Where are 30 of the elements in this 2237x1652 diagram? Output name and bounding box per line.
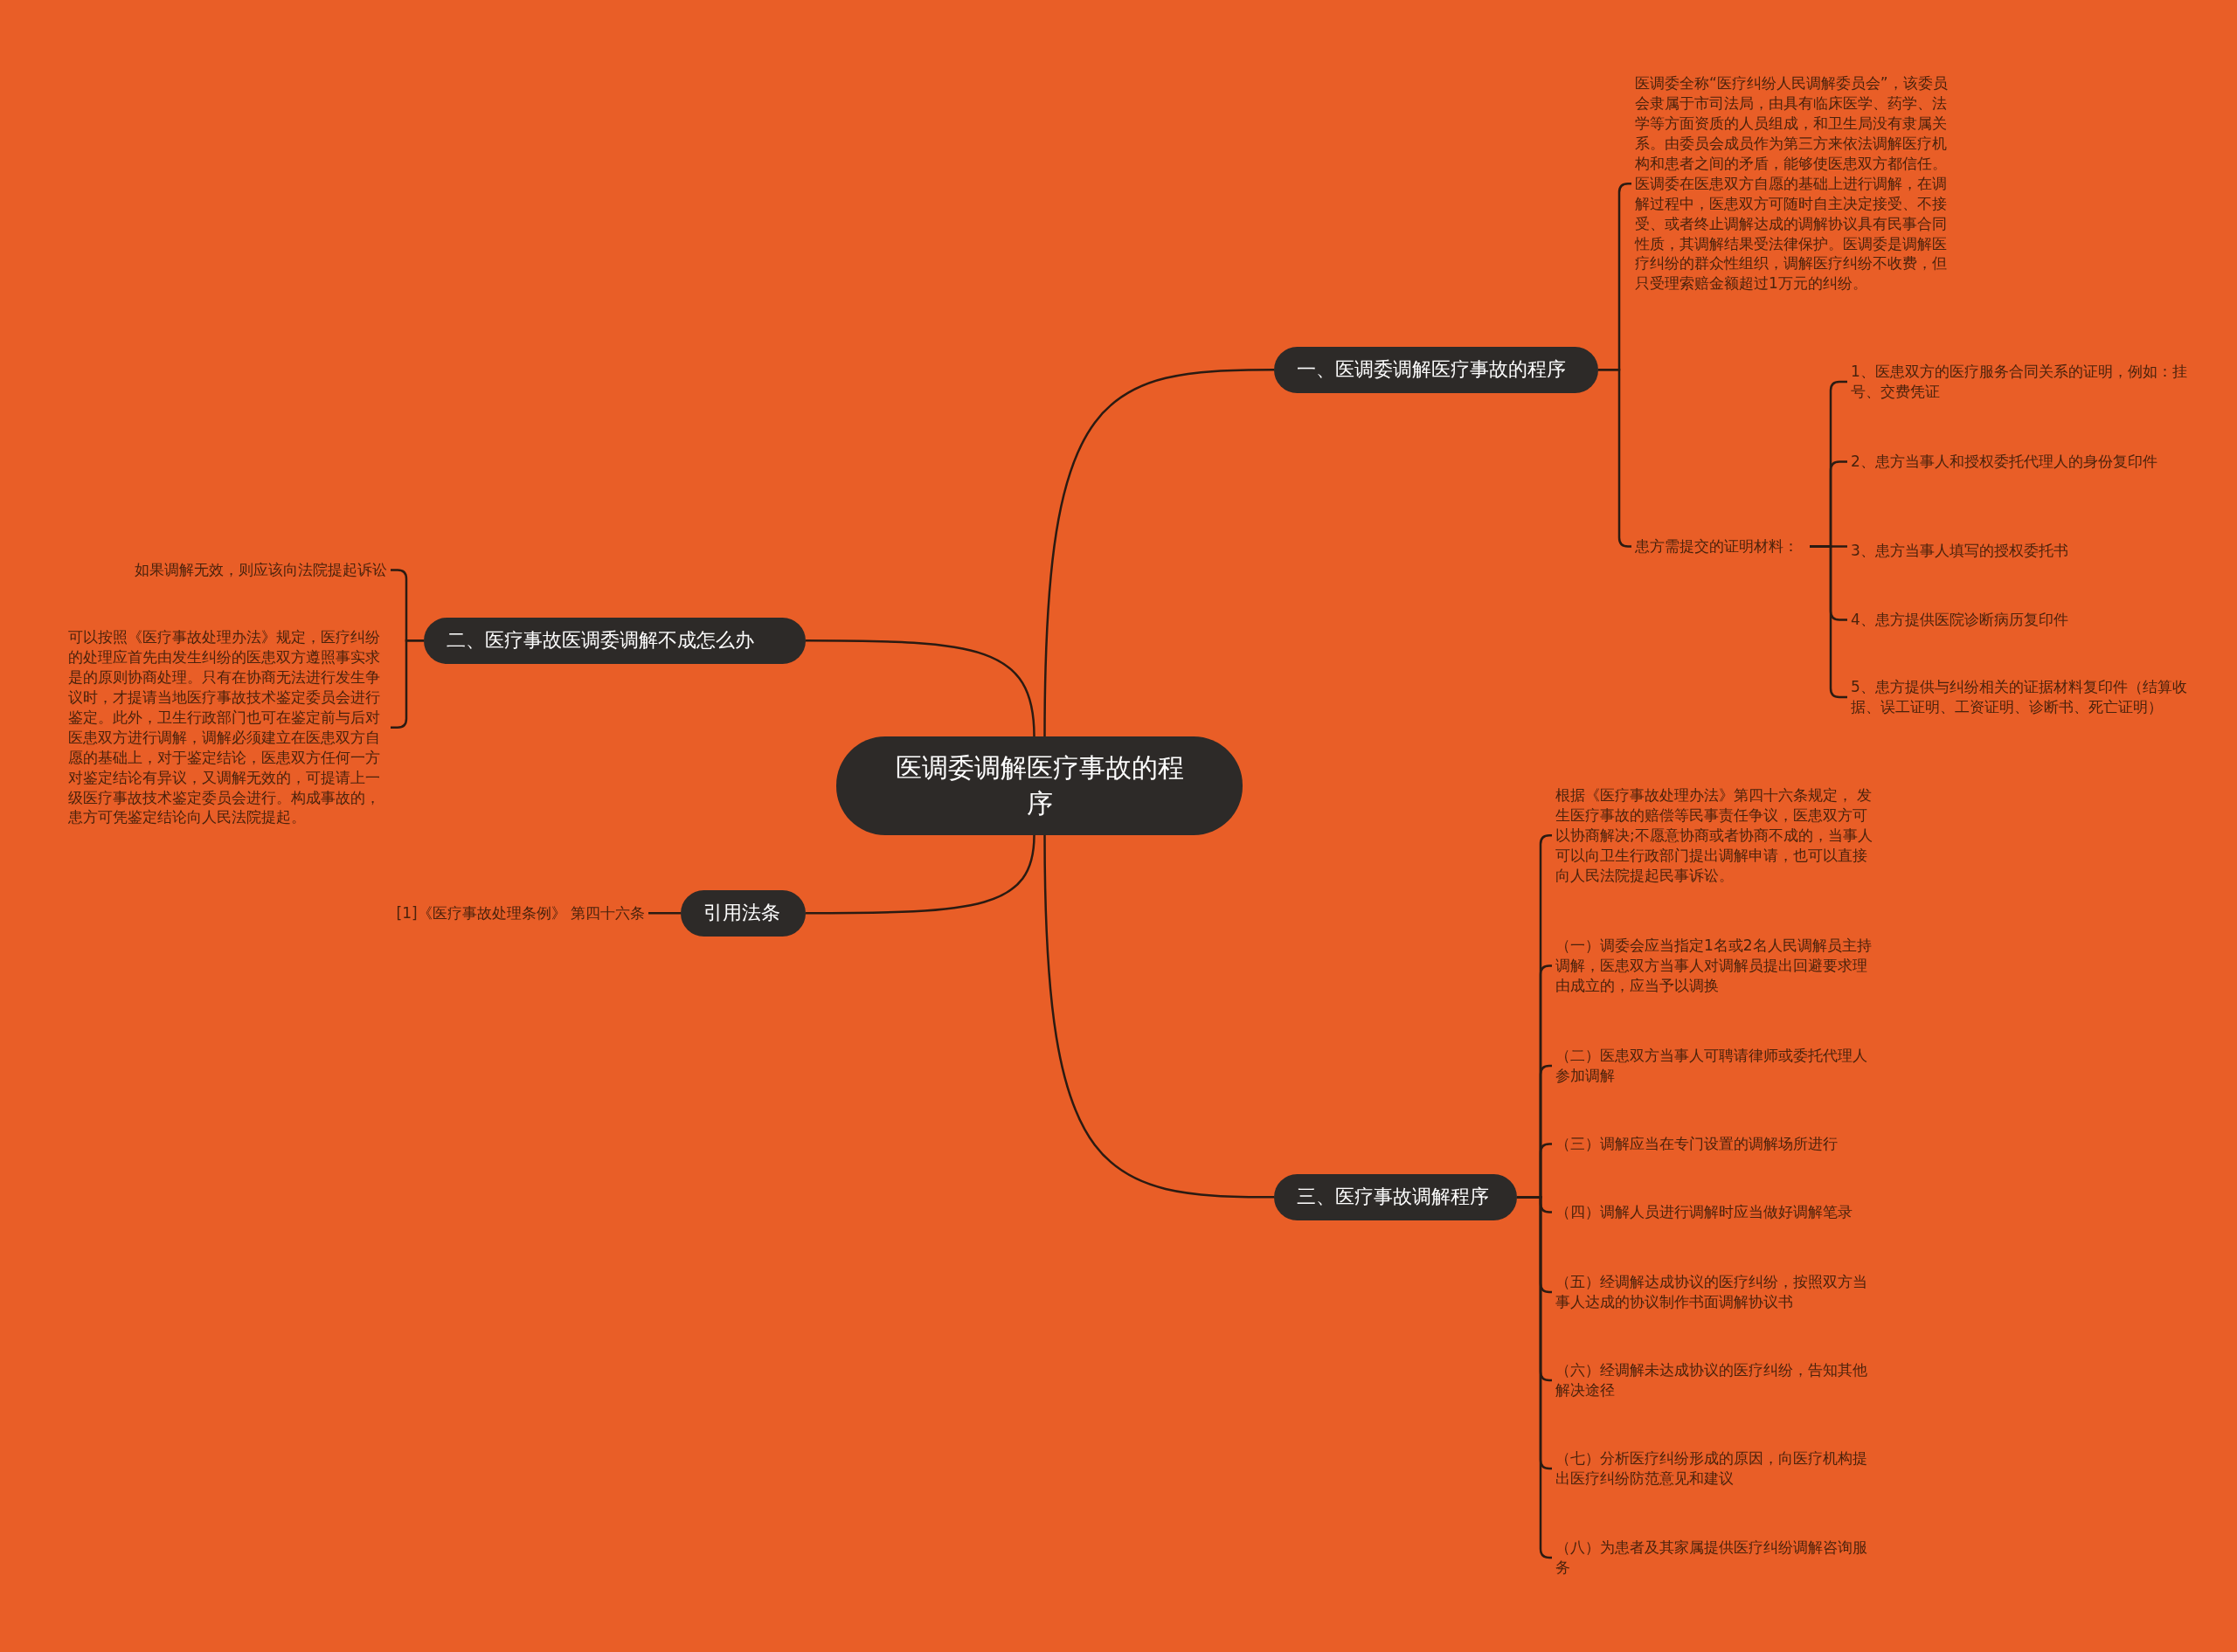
- topic-pill: 引用法条: [681, 890, 806, 937]
- note-text: （五）经调解达成协议的医疗纠纷，按照双方当事人达成的协议制作书面调解协议书: [1555, 1272, 1880, 1312]
- connector-line: [1043, 369, 1274, 736]
- connector-line: [806, 639, 1035, 737]
- connector-line: [1517, 1196, 1553, 1559]
- note-text: （六）经调解未达成协议的医疗纠纷，告知其他解决途径: [1555, 1360, 1880, 1400]
- note-text: 5、患方提供与纠纷相关的证据材料复印件（结算收据、误工证明、工资证明、诊断书、死亡证明）: [1851, 677, 2192, 717]
- note-text: （一）调委会应当指定1名或2名人民调解员主持调解，医患双方当事人对调解员提出回避要求理由成立的，应当予以调换: [1555, 936, 1880, 996]
- connector-line: [1043, 834, 1274, 1199]
- note-text: 3、患方当事人填写的授权委托书: [1851, 541, 2192, 561]
- note-text: （三）调解应当在专门设置的调解场所进行: [1555, 1134, 1880, 1154]
- note-text: [1]《医疗事故处理条例》 第四十六条: [354, 903, 645, 923]
- note-text: （七）分析医疗纠纷形成的原因，向医疗机构提出医疗纠纷防范意见和建议: [1555, 1448, 1880, 1489]
- note-text: 2、患方当事人和授权委托代理人的身份复印件: [1851, 452, 2192, 472]
- note-text: （八）为患者及其家属提供医疗纠纷调解咨询服务: [1555, 1538, 1880, 1578]
- note-text: 可以按照《医疗事故处理办法》规定，医疗纠纷的处理应首先由发生纠纷的医患双方遵照事实求是的原则协商处理。只有在协商无法进行发生争议时，才提请当地医疗事故技术鉴定委员会进行鉴定。此外，卫生行政部门也可在鉴定前与后对医患双方进行调解，调解必须建立在医患双方自愿的基础上，对于鉴定结论，医患双方任何一方对鉴定结论有异议，又调解无效的，可提请上一级医疗事故技术鉴定委员会进行。构成事故的，患方可凭鉴定结论向人民法院提起。: [68, 627, 387, 828]
- note-text: 如果调解无效，则应该向法院提起诉讼: [96, 560, 387, 580]
- central-topic: 医调委调解医疗事故的程序: [836, 736, 1243, 835]
- note-text: （四）调解人员进行调解时应当做好调解笔录: [1555, 1202, 1880, 1222]
- note-text: 医调委全称“医疗纠纷人民调解委员会”，该委员会隶属于市司法局，由具有临床医学、药学、法学等方面资质的人员组成，和卫生局没有隶属关系。由委员会成员作为第三方来依法调解医疗机构和患者之间的矛盾，能够使医患双方都信任。医调委在医患双方自愿的基础上进行调解，在调解过程中，医患双方可随时自主决定接受、不接受、或者终止调解达成的调解协议具有民事合同性质，其调解结果受法律保护。医调委是调解医疗纠纷的群众性组织，调解医疗纠纷不收费，但只受理索赔金额超过1万元的纠纷。: [1635, 73, 1960, 294]
- note-text: 患方需提交的证明材料：: [1635, 536, 1810, 556]
- connector-line: [806, 834, 1035, 915]
- note-text: 1、医患双方的医疗服务合同关系的证明，例如：挂号、交费凭证: [1851, 362, 2192, 402]
- topic-pill: 二、医疗事故医调委调解不成怎么办: [424, 618, 806, 664]
- note-text: （二）医患双方当事人可聘请律师或委托代理人参加调解: [1555, 1046, 1880, 1086]
- note-text: 4、患方提供医院诊断病历复印件: [1851, 610, 2192, 630]
- note-text: 根据《医疗事故处理办法》第四十六条规定， 发生医疗事故的赔偿等民事责任争议，医患双方可以协商解决;不愿意协商或者协商不成的，当事人可以向卫生行政部门提出调解申请，也可以直接向人民法院提起民事诉讼。: [1555, 785, 1880, 886]
- topic-pill: 一、医调委调解医疗事故的程序: [1274, 347, 1598, 393]
- connector-line: [648, 912, 681, 915]
- topic-pill: 三、医疗事故调解程序: [1274, 1174, 1517, 1220]
